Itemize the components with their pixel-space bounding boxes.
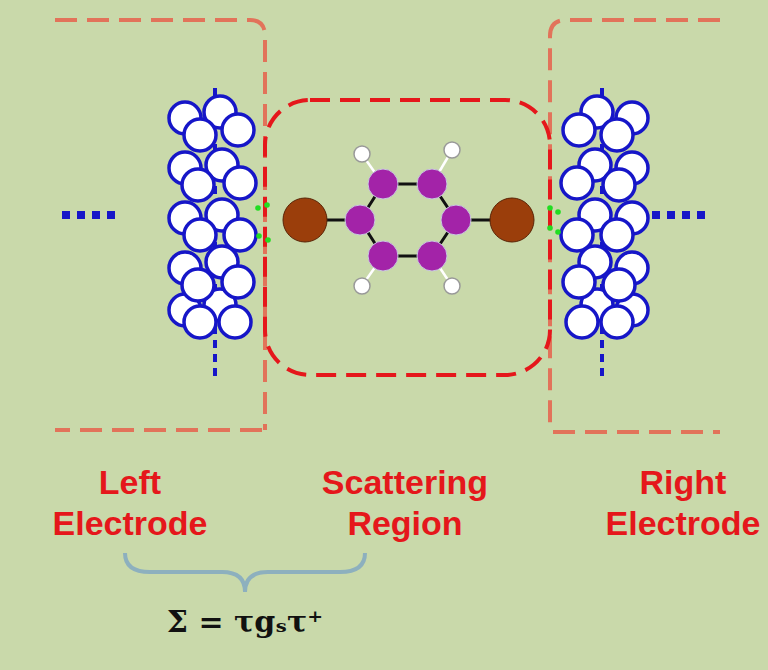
- scattering-region-outline: [265, 100, 550, 375]
- region-name: Scattering Region: [322, 462, 488, 545]
- gold-atoms: [561, 96, 648, 338]
- self-energy-formula: Σ = τgₛτ⁺: [167, 604, 323, 639]
- carbon-atoms: [345, 169, 471, 271]
- sulfur-atoms: [283, 198, 534, 242]
- gold-atoms: [169, 96, 256, 338]
- region-name: Left Electrode: [53, 462, 208, 545]
- right-electrode-outline: [550, 20, 720, 432]
- region-label-box: Scattering Region: [322, 462, 488, 545]
- left-electrode-outline: [55, 20, 265, 430]
- region-label-box: Right Electrode: [606, 462, 761, 545]
- region-label-box: Left Electrode: [53, 462, 208, 545]
- molecule-bonds: [325, 157, 492, 280]
- region-name: Right Electrode: [606, 462, 761, 545]
- bracket: [125, 553, 365, 592]
